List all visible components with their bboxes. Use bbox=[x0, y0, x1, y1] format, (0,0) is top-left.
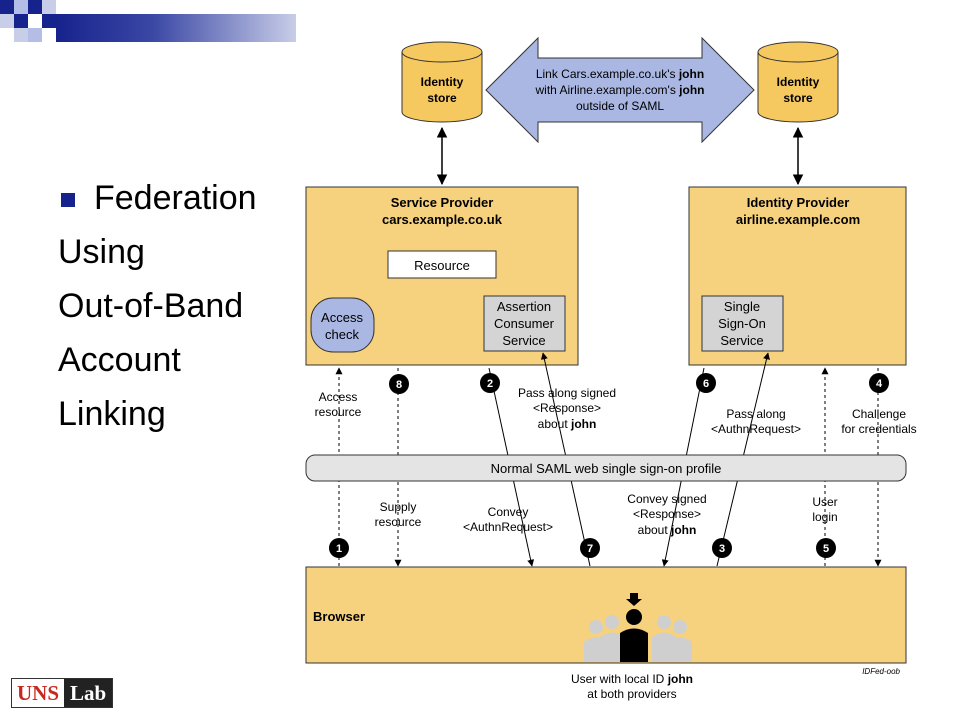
label-access-resource-1: Access bbox=[319, 390, 358, 404]
label-convey-signed-3b: john bbox=[670, 523, 696, 537]
identity-store-right-line2: store bbox=[783, 91, 813, 105]
identity-provider-box: Identity Provider airline.example.com Si… bbox=[688, 186, 907, 366]
label-convey-authn-2: <AuthnRequest> bbox=[463, 520, 553, 534]
link-line2b: john bbox=[678, 83, 704, 97]
label-pass-signed-2: <Response> bbox=[533, 401, 601, 415]
user-caption-line1b: john bbox=[667, 672, 693, 686]
step-circle-8 bbox=[389, 374, 409, 394]
svg-text:Link Cars.example.co.uk's john: Link Cars.example.co.uk's john bbox=[536, 67, 704, 81]
step-circle-4 bbox=[869, 373, 889, 393]
acs-line3: Service bbox=[502, 333, 545, 348]
flow-labels: Access resource Supply resource Convey <… bbox=[315, 386, 917, 537]
user-caption-line1a: User with local ID bbox=[571, 672, 668, 686]
label-user-login-2: login bbox=[812, 510, 837, 524]
identity-store-right: Identity store bbox=[757, 41, 839, 123]
label-pass-authn-1: Pass along bbox=[726, 407, 785, 421]
profile-bar-label: Normal SAML web single sign-on profile bbox=[491, 461, 722, 476]
acs-line2: Consumer bbox=[494, 316, 555, 331]
link-line2a: with Airline.example.com's bbox=[534, 83, 679, 97]
step-circle-2 bbox=[480, 373, 500, 393]
link-arrow: Link Cars.example.co.uk's john with Airl… bbox=[485, 36, 755, 144]
label-convey-authn-1: Convey bbox=[488, 505, 529, 519]
link-line1b: john bbox=[678, 67, 704, 81]
saml-profile-bar: Normal SAML web single sign-on profile bbox=[305, 454, 907, 482]
user-caption-line2: at both providers bbox=[587, 687, 676, 701]
identity-store-left-line1: Identity bbox=[421, 75, 464, 89]
access-check-box bbox=[310, 297, 375, 353]
bullet-text: Federation bbox=[94, 179, 257, 217]
sso-line2: Sign-On bbox=[718, 316, 766, 331]
uns-lab-logo: UNS Lab bbox=[11, 678, 114, 708]
identity-store-right-line1: Identity bbox=[777, 75, 820, 89]
sso-line1: Single bbox=[724, 299, 760, 314]
label-challenge-1: Challenge bbox=[852, 407, 906, 421]
step-number-6: 6 bbox=[703, 378, 709, 390]
identity-store-left-line2: store bbox=[427, 91, 457, 105]
slide-line-1: Using bbox=[58, 233, 145, 271]
user-caption-line1: User with local ID john bbox=[571, 672, 693, 686]
acs-line1: Assertion bbox=[497, 299, 551, 314]
label-supply-resource-1: Supply bbox=[380, 500, 417, 514]
label-pass-signed-1: Pass along signed bbox=[518, 386, 616, 400]
access-check-line1: Access bbox=[321, 310, 363, 325]
label-pass-authn-2: <AuthnRequest> bbox=[711, 422, 801, 436]
label-pass-signed-3a: about bbox=[538, 417, 571, 431]
step-number-8: 8 bbox=[396, 379, 402, 391]
step-number-2: 2 bbox=[487, 378, 493, 390]
label-challenge-2: for credentials bbox=[841, 422, 916, 436]
figure-id: IDFed-oob bbox=[862, 667, 900, 676]
idp-subtitle: airline.example.com bbox=[736, 212, 860, 227]
users-group-icon bbox=[584, 593, 692, 662]
sso-line3: Service bbox=[720, 333, 763, 348]
label-supply-resource-2: resource bbox=[375, 515, 422, 529]
slide-line-3: Account bbox=[58, 341, 181, 379]
service-provider-box: Service Provider cars.example.co.uk Reso… bbox=[305, 186, 579, 366]
label-access-resource-2: resource bbox=[315, 405, 362, 419]
svg-text:with Airline.example.com's joh: with Airline.example.com's john bbox=[534, 83, 704, 97]
step-number-4: 4 bbox=[876, 378, 883, 390]
step-number-1: 1 bbox=[336, 543, 342, 555]
logo-uns: UNS bbox=[12, 679, 65, 707]
label-user-login-1: User bbox=[812, 495, 837, 509]
resource-box bbox=[387, 250, 497, 279]
logo-lab: Lab bbox=[64, 679, 113, 707]
svg-text:about john: about john bbox=[538, 417, 597, 431]
step-circle-1 bbox=[329, 538, 349, 558]
step-circle-3 bbox=[712, 538, 732, 558]
svg-text:about john: about john bbox=[638, 523, 697, 537]
slide-line-4: Linking bbox=[58, 395, 166, 433]
link-line1a: Link Cars.example.co.uk's bbox=[536, 67, 679, 81]
corner-decoration bbox=[0, 0, 300, 60]
label-convey-signed-2: <Response> bbox=[633, 507, 701, 521]
resource-label: Resource bbox=[414, 258, 470, 273]
step-circle-7 bbox=[580, 538, 600, 558]
sp-subtitle: cars.example.co.uk bbox=[382, 212, 503, 227]
identity-store-left: Identity store bbox=[401, 41, 483, 123]
bullet-square bbox=[61, 193, 75, 207]
sso-box bbox=[701, 295, 784, 352]
step-number-3: 3 bbox=[719, 543, 725, 555]
step-circle-6 bbox=[696, 373, 716, 393]
slide-line-2: Out-of-Band bbox=[58, 287, 244, 325]
label-convey-signed-3a: about bbox=[638, 523, 671, 537]
browser-label: Browser bbox=[313, 609, 365, 624]
acs-box bbox=[483, 295, 566, 352]
step-circles: 1 2 3 4 5 6 7 8 bbox=[329, 373, 889, 558]
step-number-5: 5 bbox=[823, 543, 829, 555]
idp-title: Identity Provider bbox=[747, 195, 850, 210]
step-circle-5 bbox=[816, 538, 836, 558]
sp-title: Service Provider bbox=[391, 195, 494, 210]
link-line3: outside of SAML bbox=[576, 99, 664, 113]
access-check-line2: check bbox=[325, 327, 359, 342]
label-convey-signed-1: Convey signed bbox=[627, 492, 706, 506]
label-pass-signed-3b: john bbox=[570, 417, 596, 431]
step-number-7: 7 bbox=[587, 543, 593, 555]
